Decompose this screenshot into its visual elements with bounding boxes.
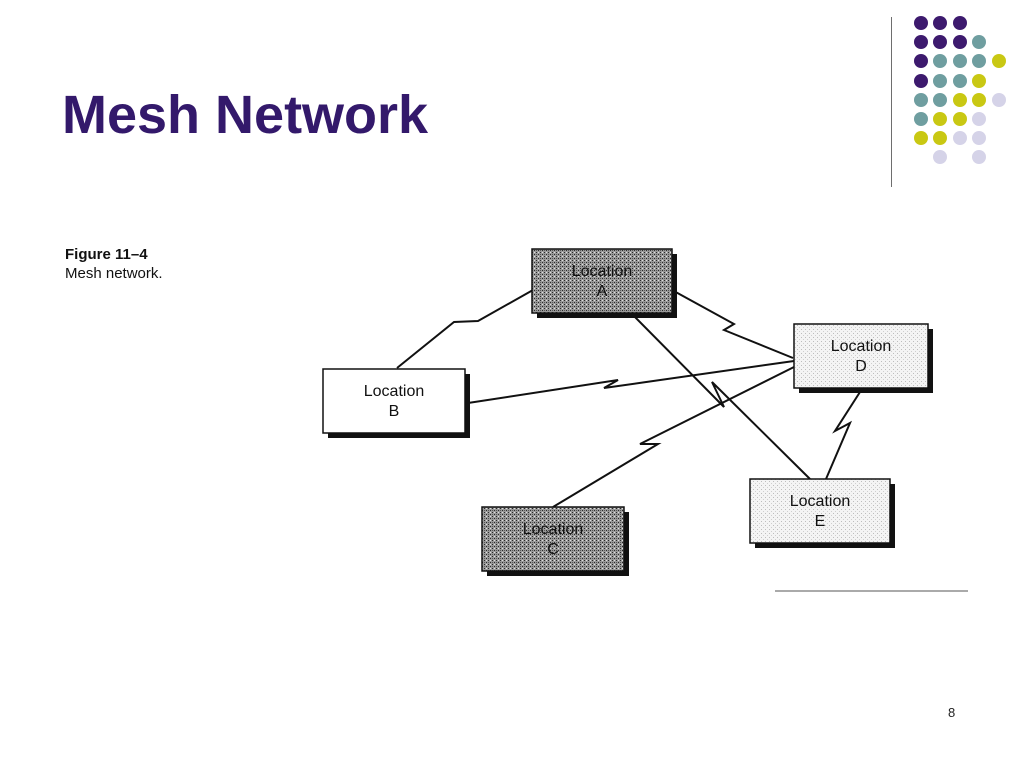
link-c-d — [552, 366, 795, 508]
decorative-dot — [952, 35, 967, 50]
decorative-dot — [933, 131, 947, 146]
node-label-line1: Location — [364, 383, 425, 400]
decorative-dot — [952, 54, 967, 69]
link-d-e — [825, 391, 861, 480]
decorative-dot — [933, 35, 947, 50]
decorative-dot — [952, 92, 967, 107]
decorative-dot — [952, 16, 967, 30]
link-b-d — [467, 360, 795, 404]
decorative-dot — [933, 112, 947, 126]
link-a-b — [396, 289, 534, 369]
decorative-dot — [913, 92, 928, 107]
decorative-dot — [972, 35, 986, 50]
node-label-line2: D — [855, 358, 867, 375]
figure-description: Mesh network. — [65, 265, 163, 282]
page-number: 8 — [948, 705, 956, 720]
figure-number: Figure 11–4 — [65, 246, 148, 263]
decorative-dot — [933, 92, 947, 107]
slide-title: Mesh Network — [62, 85, 429, 145]
link-a-e — [631, 313, 811, 480]
header-divider-line — [891, 17, 892, 187]
links-layer — [396, 289, 861, 508]
nodes-layer: LocationALocationBLocationCLocationDLoca… — [322, 248, 933, 576]
decorative-dot — [913, 16, 928, 30]
node-box — [531, 248, 673, 314]
node-label-line1: Location — [831, 338, 892, 355]
decorative-dot — [952, 131, 967, 146]
decorative-dot — [972, 54, 986, 69]
decorative-dot — [933, 16, 947, 30]
node-label-line2: A — [597, 283, 608, 300]
figure-caption: Figure 11–4 Mesh network. — [65, 245, 163, 283]
decorative-dot — [913, 54, 928, 69]
decorative-dot — [913, 73, 928, 88]
node-label-line1: Location — [790, 493, 851, 510]
decorative-dot — [972, 92, 986, 107]
decorative-dot — [933, 150, 947, 165]
decorative-dot-grid — [900, 10, 1010, 170]
decorative-dot — [972, 150, 986, 165]
decorative-dot — [913, 35, 928, 50]
decorative-dot — [972, 112, 986, 126]
decorative-dot — [952, 73, 967, 88]
link-a-d — [671, 289, 794, 359]
node-box — [322, 368, 466, 434]
node-label-line2: B — [389, 403, 400, 420]
node-label-line1: Location — [572, 263, 633, 280]
decorative-dot — [933, 73, 947, 88]
node-label-line1: Location — [523, 521, 584, 538]
decorative-dot — [972, 73, 986, 88]
decorative-dot — [913, 131, 928, 146]
node-label-line2: E — [815, 513, 826, 530]
decorative-dot — [952, 112, 967, 126]
decorative-dot — [913, 112, 928, 126]
decorative-dot — [991, 54, 1006, 69]
decorative-dot — [991, 92, 1006, 107]
decorative-dot — [933, 54, 947, 69]
node-box — [793, 323, 929, 389]
node-box — [481, 506, 625, 572]
decorative-dot — [972, 131, 986, 146]
node-box — [749, 478, 891, 544]
node-label-line2: C — [547, 541, 559, 558]
